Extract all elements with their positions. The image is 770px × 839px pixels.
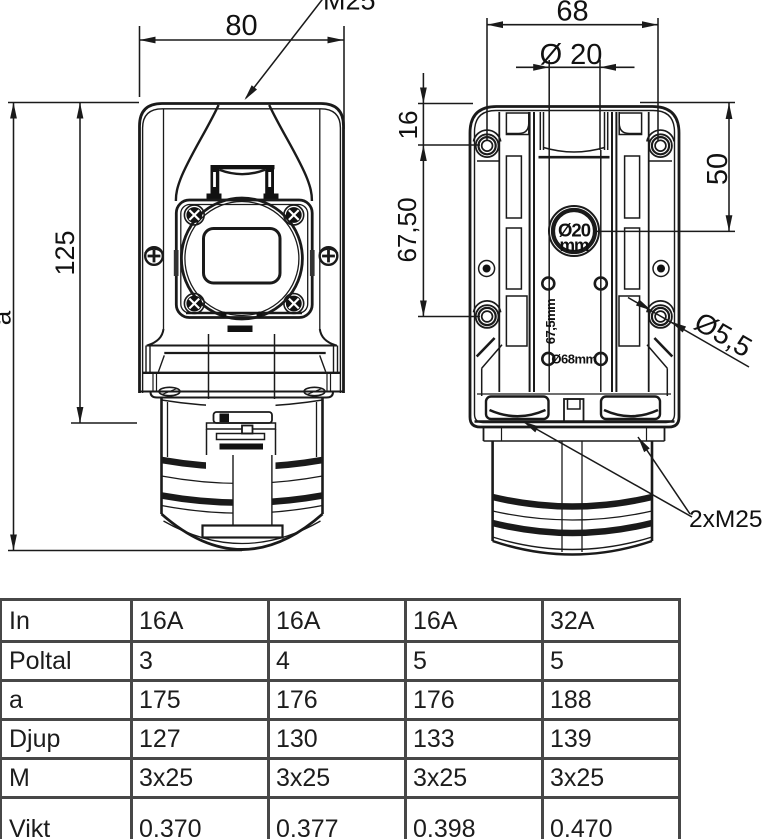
svg-text:67,50: 67,50 — [392, 197, 422, 262]
svg-text:125: 125 — [50, 230, 80, 275]
svg-text:80: 80 — [225, 10, 257, 42]
svg-text:Ø5,5: Ø5,5 — [689, 306, 757, 363]
svg-text:2xM25: 2xM25 — [689, 506, 763, 533]
svg-text:50: 50 — [702, 153, 734, 185]
svg-text:mm: mm — [559, 235, 589, 255]
svg-text:Ø20: Ø20 — [558, 220, 591, 241]
svg-text:Ø68mm: Ø68mm — [551, 352, 596, 367]
svg-text:M25: M25 — [323, 0, 376, 16]
svg-text:68: 68 — [556, 0, 588, 28]
svg-text:16: 16 — [393, 111, 423, 140]
svg-text:Ø 20: Ø 20 — [540, 39, 603, 71]
svg-text:67,5mm: 67,5mm — [543, 299, 558, 344]
svg-text:a: a — [0, 310, 17, 325]
